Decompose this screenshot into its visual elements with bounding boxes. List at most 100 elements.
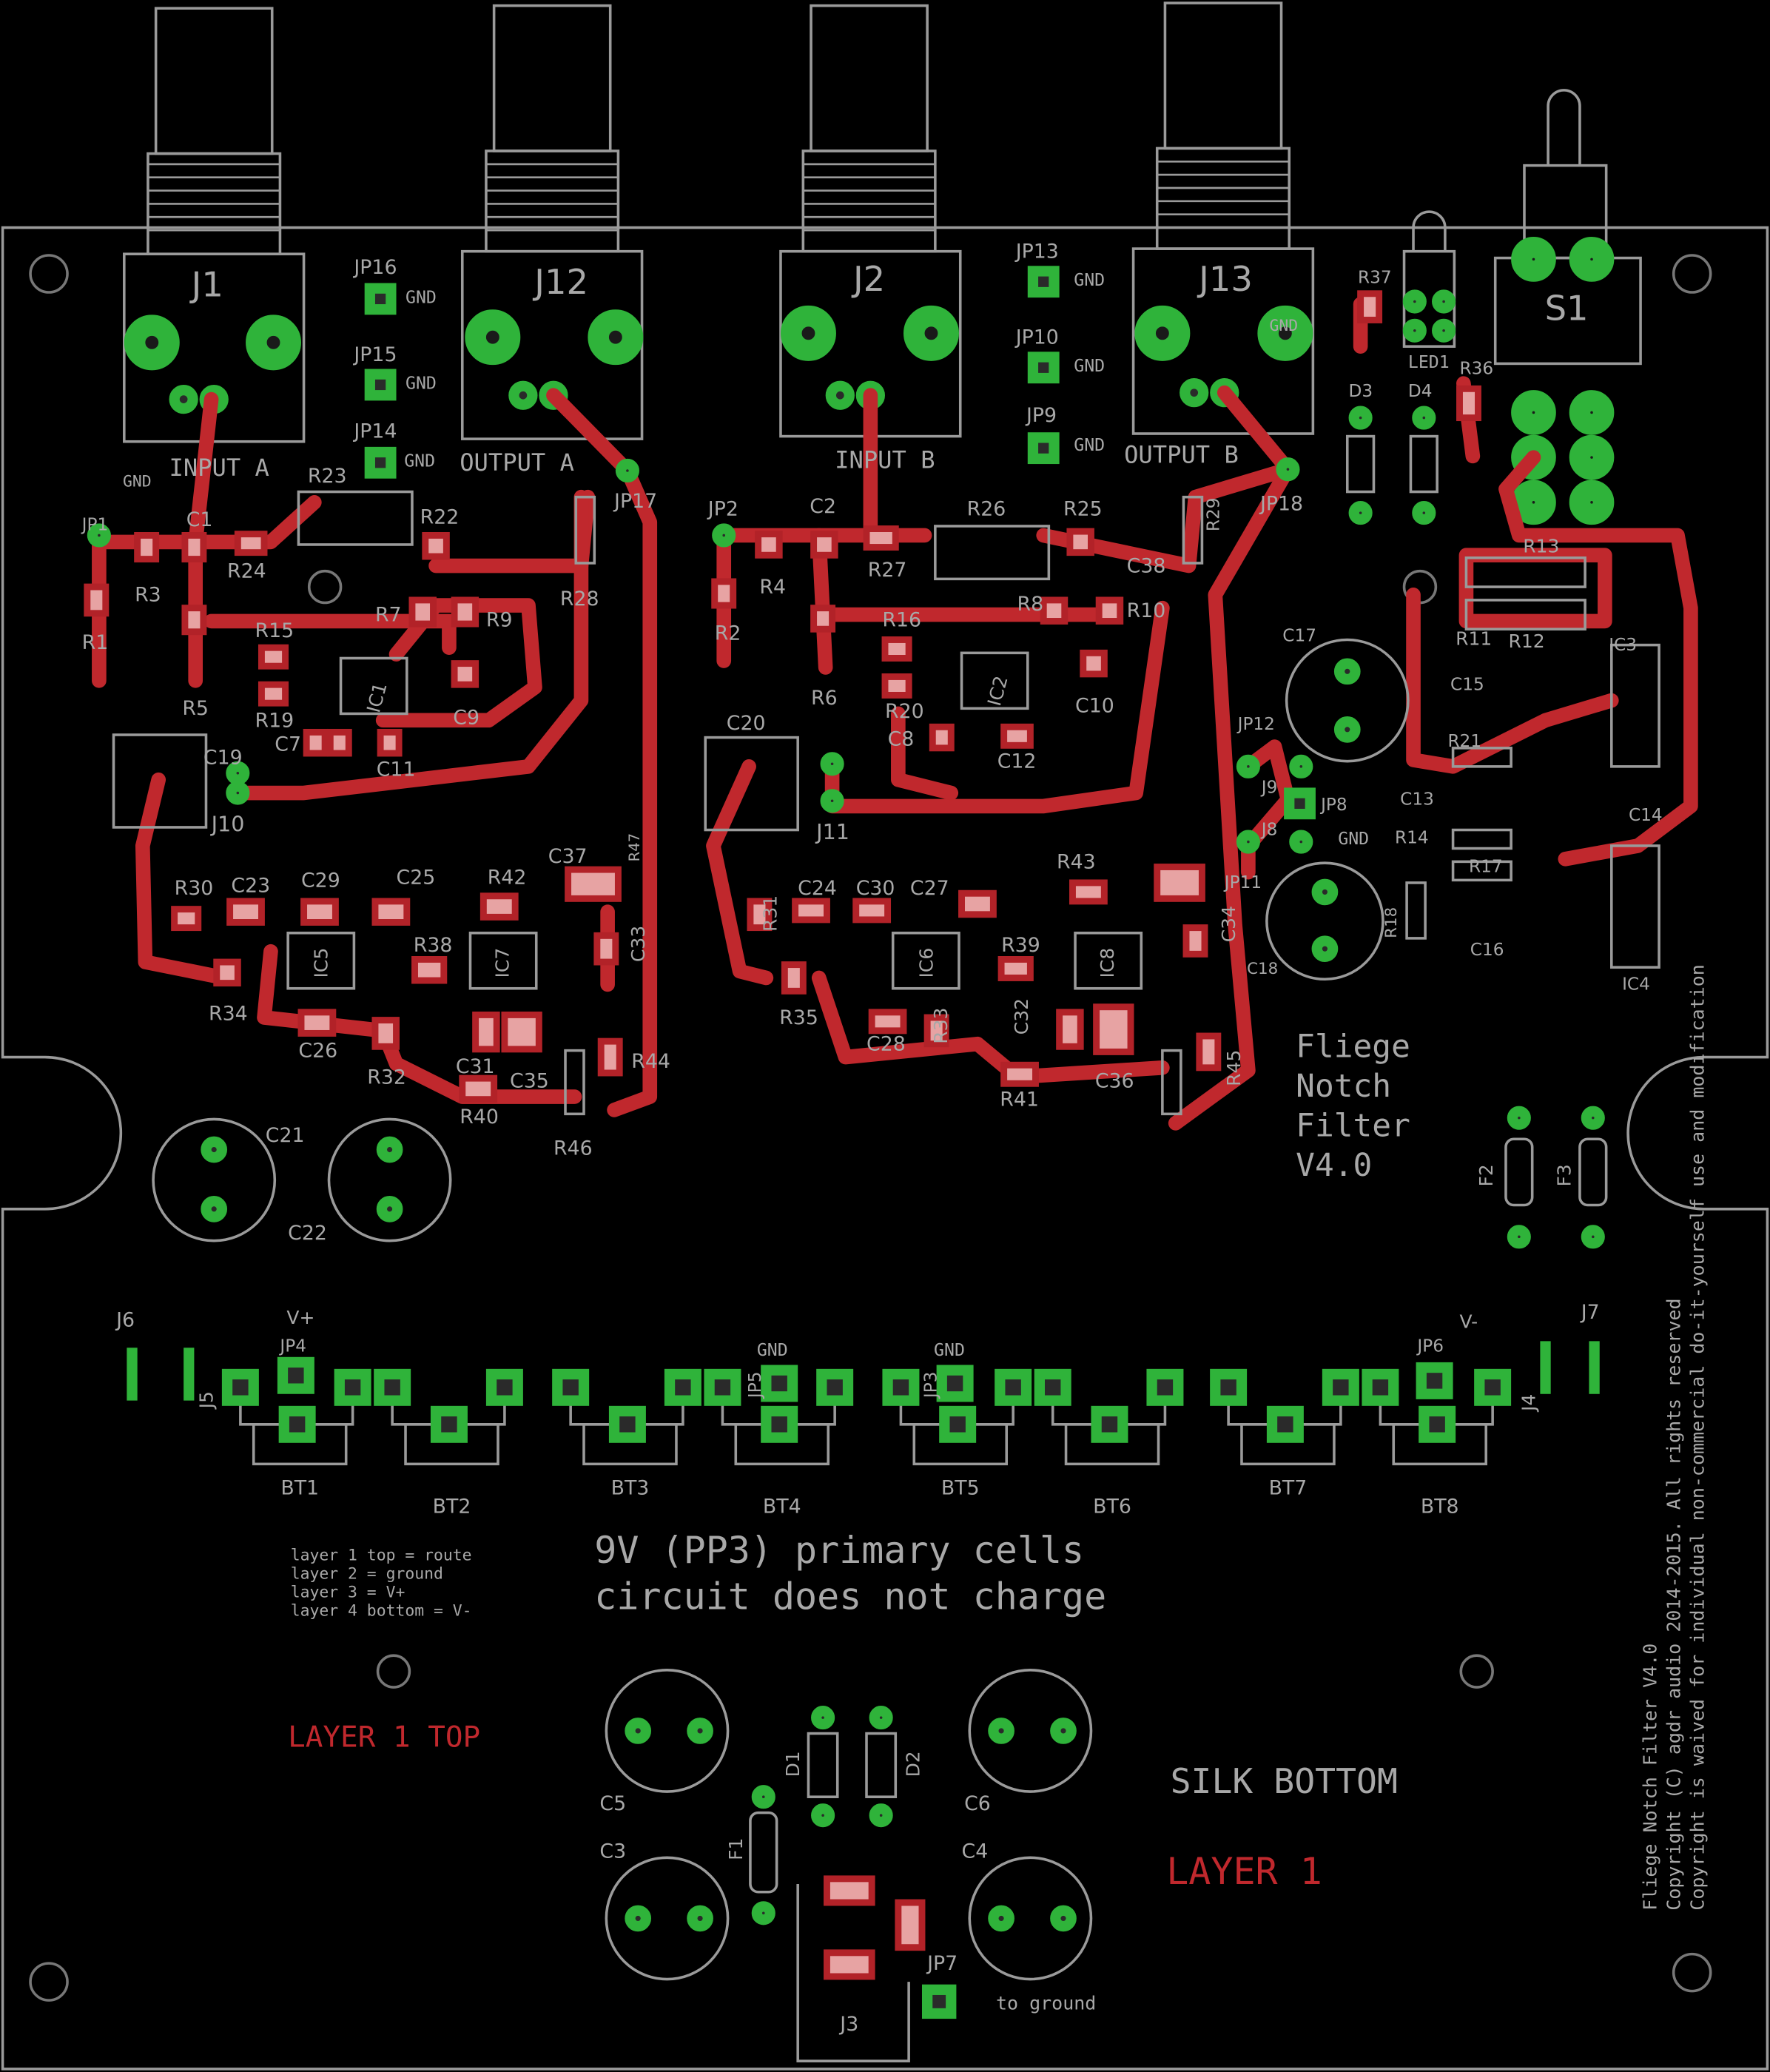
refdes-j5: J5 xyxy=(195,1391,217,1410)
refdes-c1: C1 xyxy=(186,508,213,531)
refdes-r30: R30 xyxy=(175,877,214,900)
refdes-c7: C7 xyxy=(275,733,301,756)
label-j12: J12 xyxy=(532,262,588,302)
refdes-r16: R16 xyxy=(882,609,921,632)
refdes-c32: C32 xyxy=(1011,998,1032,1035)
refdes-c30: C30 xyxy=(856,877,895,900)
refdes-jp3: JP3 xyxy=(921,1372,941,1400)
refdes-j11: J11 xyxy=(815,819,849,844)
refdes-ic7: IC7 xyxy=(491,948,513,978)
label-gnd-j13: GND xyxy=(1269,317,1298,335)
refdes-c37: C37 xyxy=(548,845,588,868)
toggle-switch-s1[interactable] xyxy=(1493,89,1642,525)
refdes-jp2: JP2 xyxy=(707,498,738,521)
refdes-r46: R46 xyxy=(553,1137,593,1160)
refdes-r9: R9 xyxy=(486,609,513,632)
refdes-j10: J10 xyxy=(210,811,245,836)
refdes-r25: R25 xyxy=(1063,498,1103,521)
refdes-j7: J7 xyxy=(1580,1301,1600,1324)
refdes-r26: R26 xyxy=(967,498,1006,521)
label-gnd-j1: GND xyxy=(123,472,152,491)
refdes-r4: R4 xyxy=(759,576,786,599)
label-input-b: INPUT B xyxy=(835,445,935,474)
refdes-jp11: JP11 xyxy=(1223,872,1262,892)
ic-packages xyxy=(112,490,1660,990)
refdes-c12: C12 xyxy=(997,750,1037,773)
refdes-j9: J9 xyxy=(1260,778,1278,798)
title-line-4: V4.0 xyxy=(1296,1147,1372,1184)
bnc-j12[interactable] xyxy=(460,4,644,440)
electrolytic-caps xyxy=(152,638,1410,1981)
refdes-f1: F1 xyxy=(725,1838,747,1860)
battery-holder-bt5: BT5 xyxy=(882,1368,1032,1499)
refdes-r18: R18 xyxy=(1382,907,1401,938)
bnc-j2[interactable] xyxy=(779,4,962,438)
label-gnd-jp9: GND xyxy=(1074,435,1105,455)
power-jack-j3[interactable] xyxy=(796,1884,910,2063)
refdes-jp4: JP4 xyxy=(278,1336,306,1356)
label-gnd-jp3: GND xyxy=(934,1340,965,1360)
refdes-f3: F3 xyxy=(1553,1164,1575,1186)
title-line-1: Fliege xyxy=(1296,1029,1410,1066)
refdes-ic8: IC8 xyxy=(1097,948,1118,978)
copyright-line-2: Copyright (C) agdr audio 2014-2015. All … xyxy=(1663,1298,1685,1910)
refdes-jp13: JP13 xyxy=(1014,240,1059,263)
layer1-label: LAYER 1 xyxy=(1166,1850,1322,1893)
refdes-r38: R38 xyxy=(414,934,453,957)
refdes-f2: F2 xyxy=(1475,1164,1497,1186)
mounting-holes xyxy=(29,254,1712,2002)
title-line-2: Notch xyxy=(1296,1068,1391,1105)
battery-label: BT6 xyxy=(1093,1495,1131,1518)
refdes-c14: C14 xyxy=(1629,805,1663,825)
refdes-c21: C21 xyxy=(266,1124,305,1147)
through-hole-pads xyxy=(87,266,1600,2019)
refdes-ic5: IC5 xyxy=(311,948,332,978)
battery-label: BT3 xyxy=(611,1476,650,1499)
refdes-r47: R47 xyxy=(626,833,643,862)
bnc-j1[interactable] xyxy=(123,7,306,443)
refdes-jp14: JP14 xyxy=(352,420,397,443)
refdes-r37: R37 xyxy=(1358,268,1392,288)
refdes-c20: C20 xyxy=(727,712,766,735)
label-j2: J2 xyxy=(851,259,885,299)
refdes-c11: C11 xyxy=(377,758,416,781)
refdes-r44: R44 xyxy=(631,1050,670,1073)
refdes-r14: R14 xyxy=(1395,827,1429,847)
refdes-ic1: IC1 xyxy=(363,680,391,715)
label-j13: J13 xyxy=(1197,259,1253,299)
refdes-c24: C24 xyxy=(798,877,837,900)
refdes-r22: R22 xyxy=(420,505,460,528)
to-ground-label: to ground xyxy=(996,1993,1096,2014)
refdes-c31: C31 xyxy=(456,1055,495,1078)
fuse-diode-pads xyxy=(751,406,1605,1925)
refdes-j3: J3 xyxy=(838,2013,858,2036)
refdes-c16: C16 xyxy=(1470,940,1504,960)
label-output-b: OUTPUT B xyxy=(1124,440,1239,468)
silk-bottom-label: SILK BOTTOM xyxy=(1171,1761,1398,1801)
layer1-top-label: LAYER 1 TOP xyxy=(288,1720,480,1754)
refdes-ic4: IC4 xyxy=(1622,975,1650,995)
bnc-j13[interactable] xyxy=(1131,1,1315,435)
copyright-line-3: Copyright is waived for individual non-c… xyxy=(1687,964,1709,1911)
battery-holder-bt1: BT1 xyxy=(221,1368,371,1499)
refdes-c23: C23 xyxy=(231,874,270,897)
refdes-r21: R21 xyxy=(1447,731,1481,751)
refdes-c19: C19 xyxy=(203,746,243,769)
label-gnd-jp5: GND xyxy=(757,1340,788,1360)
refdes-r6: R6 xyxy=(811,687,838,710)
refdes-r20: R20 xyxy=(885,700,924,723)
refdes-r7: R7 xyxy=(375,603,402,626)
refdes-r23: R23 xyxy=(308,465,347,488)
refdes-c33: C33 xyxy=(627,926,649,962)
refdes-c28: C28 xyxy=(867,1033,906,1056)
refdes-r33: R33 xyxy=(930,1008,952,1044)
label-s1: S1 xyxy=(1545,288,1589,328)
refdes-c13: C13 xyxy=(1400,790,1434,810)
refdes-d4: D4 xyxy=(1408,381,1433,401)
board-outline xyxy=(1,226,1769,2071)
battery-note-1: 9V (PP3) primary cells xyxy=(594,1529,1084,1572)
refdes-r31: R31 xyxy=(760,895,781,932)
battery-label: BT5 xyxy=(941,1476,980,1499)
refdes-d3: D3 xyxy=(1349,381,1373,401)
